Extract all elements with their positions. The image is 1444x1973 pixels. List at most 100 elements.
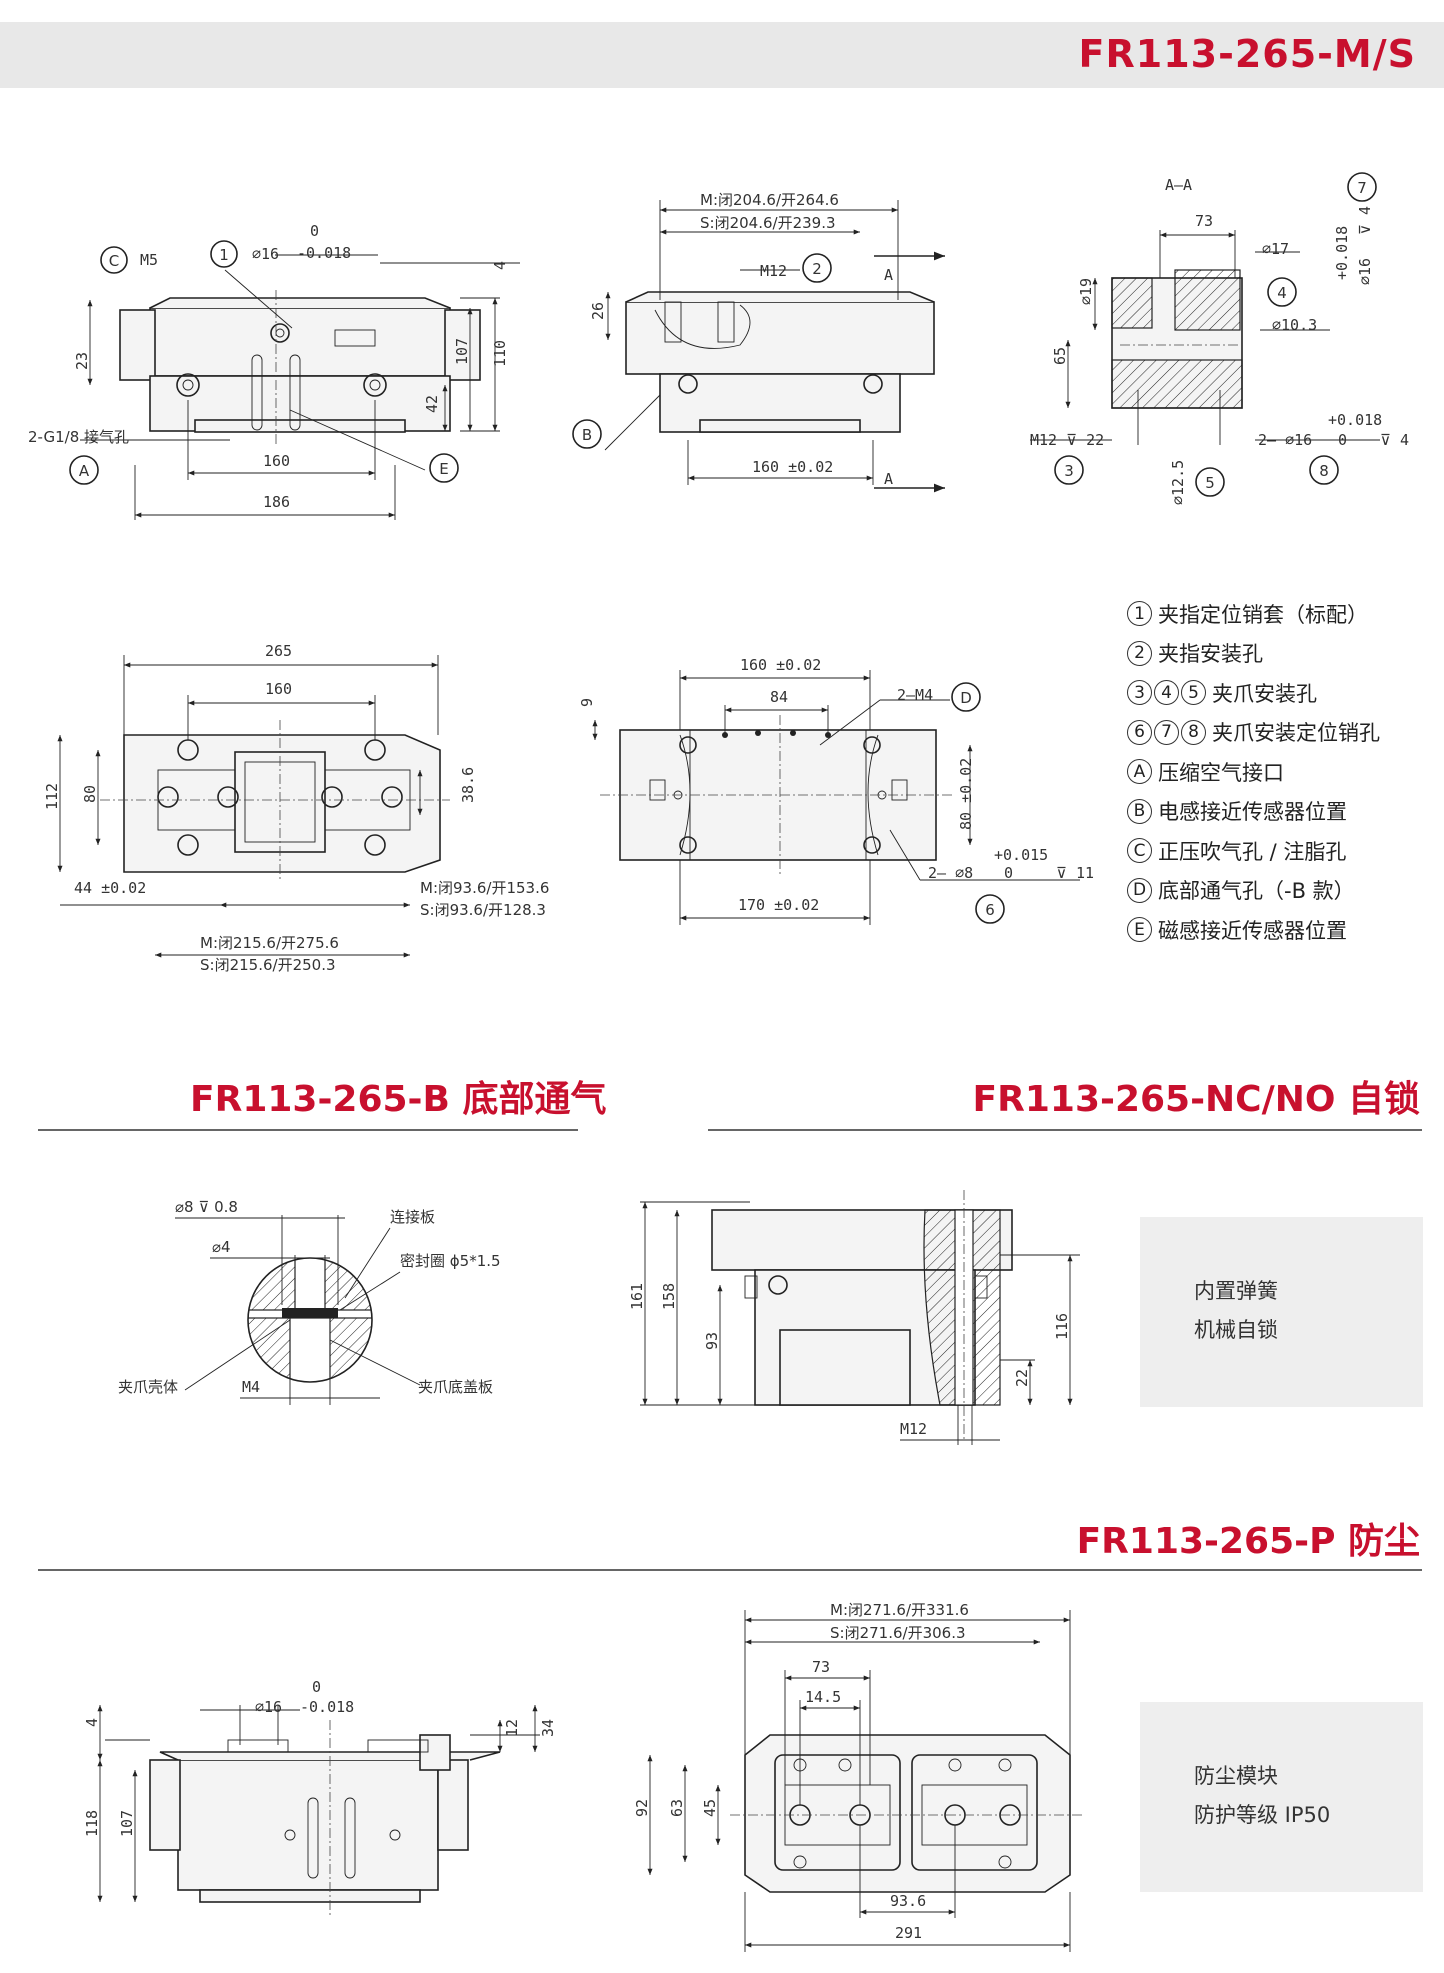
- dim-160: 160 ±0.02: [752, 458, 833, 476]
- svg-text:2: 2: [812, 260, 822, 278]
- svg-text:6: 6: [985, 901, 995, 919]
- legend-mark: A: [1127, 759, 1152, 785]
- dim-d125: ⌀12.5: [1169, 460, 1187, 505]
- dim-m-len: M:闭271.6/开331.6: [830, 1601, 969, 1619]
- dim-12: 12: [503, 1719, 521, 1737]
- drawing-bottom-vent-detail: ⌀8 ⊽ 0.8 ⌀4 连接板 密封圈 ϕ5*1.5 夹爪壳体 M4 夹爪底盖板: [118, 1198, 501, 1405]
- dim-d103: ⌀10.3: [1272, 316, 1317, 334]
- dim-118: 118: [83, 1810, 101, 1837]
- dim-aa: A—A: [1165, 176, 1192, 194]
- dim-26: 26: [589, 302, 607, 320]
- callout-6: 6: [975, 894, 1005, 924]
- dim-m-a: M:闭93.6/开153.6: [420, 879, 549, 897]
- dim-186: 186: [263, 493, 290, 511]
- dim-m12: M12: [900, 1420, 927, 1438]
- legend-mark: 3: [1127, 680, 1152, 706]
- dim-936: 93.6: [890, 1892, 926, 1910]
- svg-text:3: 3: [1064, 462, 1074, 480]
- drawing-dust-top-view: M:闭271.6/开331.6 S:闭271.6/开306.3 73 14.5 …: [633, 1601, 1085, 1952]
- dim-73: 73: [812, 1658, 830, 1676]
- dim-112: 112: [43, 783, 61, 810]
- svg-text:D: D: [960, 689, 972, 707]
- dim-m4: M4: [242, 1378, 260, 1396]
- legend-text: 压缩空气接口: [1158, 760, 1284, 785]
- label-seal: 密封圈 ϕ5*1.5: [400, 1252, 501, 1270]
- legend-text: 电感接近传感器位置: [1158, 800, 1347, 825]
- dust-proof-note: 防尘模块 防护等级 IP50: [1140, 1702, 1423, 1892]
- drawing-dust-front-view: ⌀16 0 -0.018 4 12 34 118 107: [83, 1678, 557, 1915]
- dim-s-b: S:闭215.6/开250.3: [200, 956, 336, 974]
- section-divider: [708, 1129, 1422, 1131]
- dim-44: 44 ±0.02: [74, 879, 146, 897]
- self-lock-note: 内置弹簧 机械自锁: [1140, 1217, 1423, 1407]
- svg-text:8: 8: [1319, 462, 1329, 480]
- dim-d4: ⌀4: [212, 1238, 231, 1256]
- label-shell: 夹爪壳体: [118, 1378, 178, 1396]
- dim-291: 291: [895, 1924, 922, 1942]
- dim-m12: M12 ⊽ 22: [1030, 431, 1104, 449]
- dim-73: 73: [1195, 212, 1213, 230]
- legend-mark: 7: [1154, 719, 1179, 745]
- dim-45: 45: [701, 1799, 719, 1817]
- dim-m5: M5: [140, 251, 158, 269]
- page-title: FR113-265-M/S: [1078, 32, 1416, 76]
- dim-93: 93: [703, 1332, 721, 1350]
- legend-mark: E: [1127, 917, 1152, 943]
- dim-80: 80 ±0.02: [957, 758, 975, 830]
- drawing-side-view: 2 B M:闭204.6/开264.6 S:闭204.6/开239.3 M12 …: [572, 191, 945, 493]
- section-title-bottom-vent: FR113-265-B 底部通气: [190, 1079, 607, 1120]
- dim-d16-tol-up: 0: [312, 1678, 321, 1696]
- legend-text: 磁感接近传感器位置: [1158, 918, 1347, 943]
- legend-mark: D: [1127, 877, 1152, 903]
- dim-pin: 2— ⌀16: [1258, 431, 1312, 449]
- dim-pin-tol-lo: 0: [1004, 864, 1013, 882]
- dim-m4: 2—M4: [897, 686, 933, 704]
- drawing-self-lock-section: 161 158 93 116 22 M12: [628, 1190, 1080, 1445]
- svg-text:5: 5: [1205, 474, 1215, 492]
- dim-161: 161: [628, 1283, 646, 1310]
- legend-mark: 8: [1181, 719, 1206, 745]
- legend-mark: 6: [1127, 719, 1152, 745]
- dim-d16-tol-up: +0.018: [1333, 226, 1351, 280]
- dim-22: 22: [1013, 1369, 1031, 1387]
- svg-text:B: B: [582, 426, 592, 444]
- dim-d8: ⌀8 ⊽ 0.8: [175, 1198, 238, 1216]
- note-line: 防尘模块: [1194, 1764, 1278, 1788]
- dim-d17: ⌀17: [1262, 240, 1289, 258]
- dim-4: 4: [83, 1718, 101, 1727]
- section-a-top: A: [884, 266, 893, 284]
- page-header: FR113-265-M/S: [0, 22, 1444, 88]
- dim-pin-tol-lo: 0: [1338, 431, 1347, 449]
- dim-pin-depth: ⊽ 11: [1056, 864, 1094, 882]
- dim-d19: ⌀19: [1077, 278, 1095, 305]
- dim-160: 160: [265, 680, 292, 698]
- svg-text:A: A: [79, 462, 90, 480]
- section-divider: [38, 1129, 578, 1131]
- dim-m12: M12: [760, 262, 787, 280]
- dim-265: 265: [265, 642, 292, 660]
- drawing-section-aa: A—A 73 ⌀17 ⌀19 ⌀10.3 65 M12 ⊽ 22 ⌀12.5 2…: [1030, 172, 1409, 505]
- dim-m-b: M:闭215.6/开275.6: [200, 934, 339, 952]
- callout-4: 4: [1267, 277, 1297, 307]
- section-title-self-lock: FR113-265-NC/NO 自锁: [972, 1079, 1420, 1120]
- dim-d16: ⌀16: [252, 245, 279, 263]
- dim-pin-tol-up: +0.015: [994, 846, 1048, 864]
- legend-mark: 5: [1181, 680, 1206, 706]
- legend-mark: 1: [1127, 601, 1152, 627]
- dim-63: 63: [668, 1799, 686, 1817]
- callout-8: 8: [1309, 455, 1339, 485]
- dim-84: 84: [770, 688, 788, 706]
- legend-mark: 4: [1154, 680, 1179, 706]
- section-divider: [38, 1569, 1422, 1571]
- dim-170: 170 ±0.02: [738, 896, 819, 914]
- dim-s-a: S:闭93.6/开128.3: [420, 901, 546, 919]
- dim-107: 107: [453, 338, 471, 365]
- legend-text: 夹指安装孔: [1158, 642, 1263, 667]
- dim-160: 160 ±0.02: [740, 656, 821, 674]
- dim-160: 160: [263, 452, 290, 470]
